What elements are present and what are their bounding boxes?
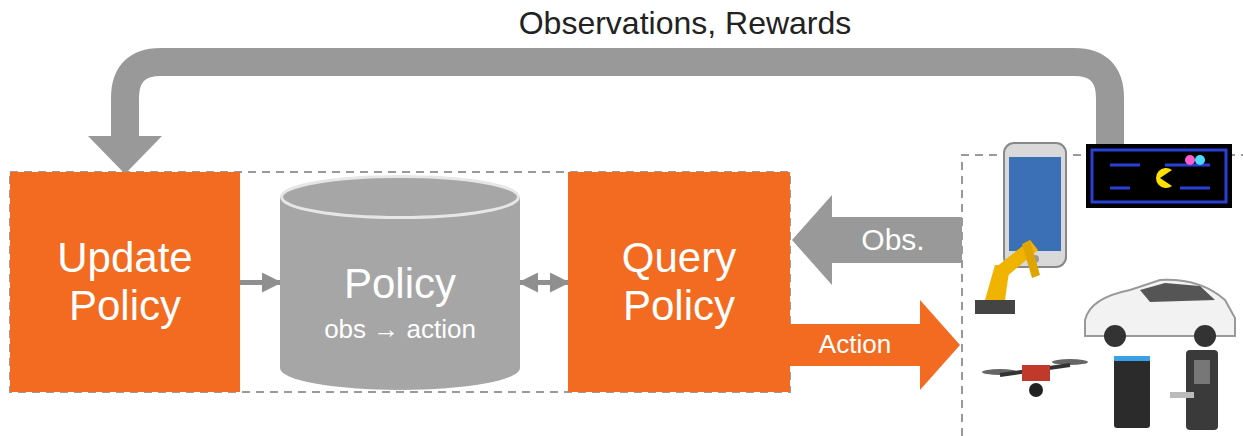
feedback-label: Observations, Rewards — [519, 6, 852, 41]
feedback-arrowhead — [88, 136, 162, 174]
connector-arrow — [520, 280, 568, 285]
observation-label: Obs. — [861, 223, 924, 256]
feedback-arrow — [125, 62, 1110, 158]
pacman-game — [1086, 144, 1232, 208]
node-title: Update Policy — [25, 234, 225, 331]
process-box: Update Policy — [10, 172, 240, 392]
observation-arrow — [792, 195, 962, 285]
robot-arm — [975, 240, 1040, 314]
connector-arrow — [240, 280, 280, 285]
process-box: Query Policy — [568, 172, 790, 392]
door-lock — [1170, 350, 1218, 430]
smart-speaker — [1114, 356, 1150, 428]
action-arrow — [790, 300, 960, 390]
drone-icon — [982, 359, 1088, 397]
agent-boundary — [10, 172, 790, 392]
node-subtitle: obs → action — [324, 315, 476, 345]
policy-store: Policy obs → action — [280, 175, 520, 390]
car-icon — [1085, 280, 1235, 347]
node-title: Query Policy — [583, 234, 775, 331]
action-label: Action — [819, 330, 891, 359]
node-title: Policy — [344, 260, 456, 308]
